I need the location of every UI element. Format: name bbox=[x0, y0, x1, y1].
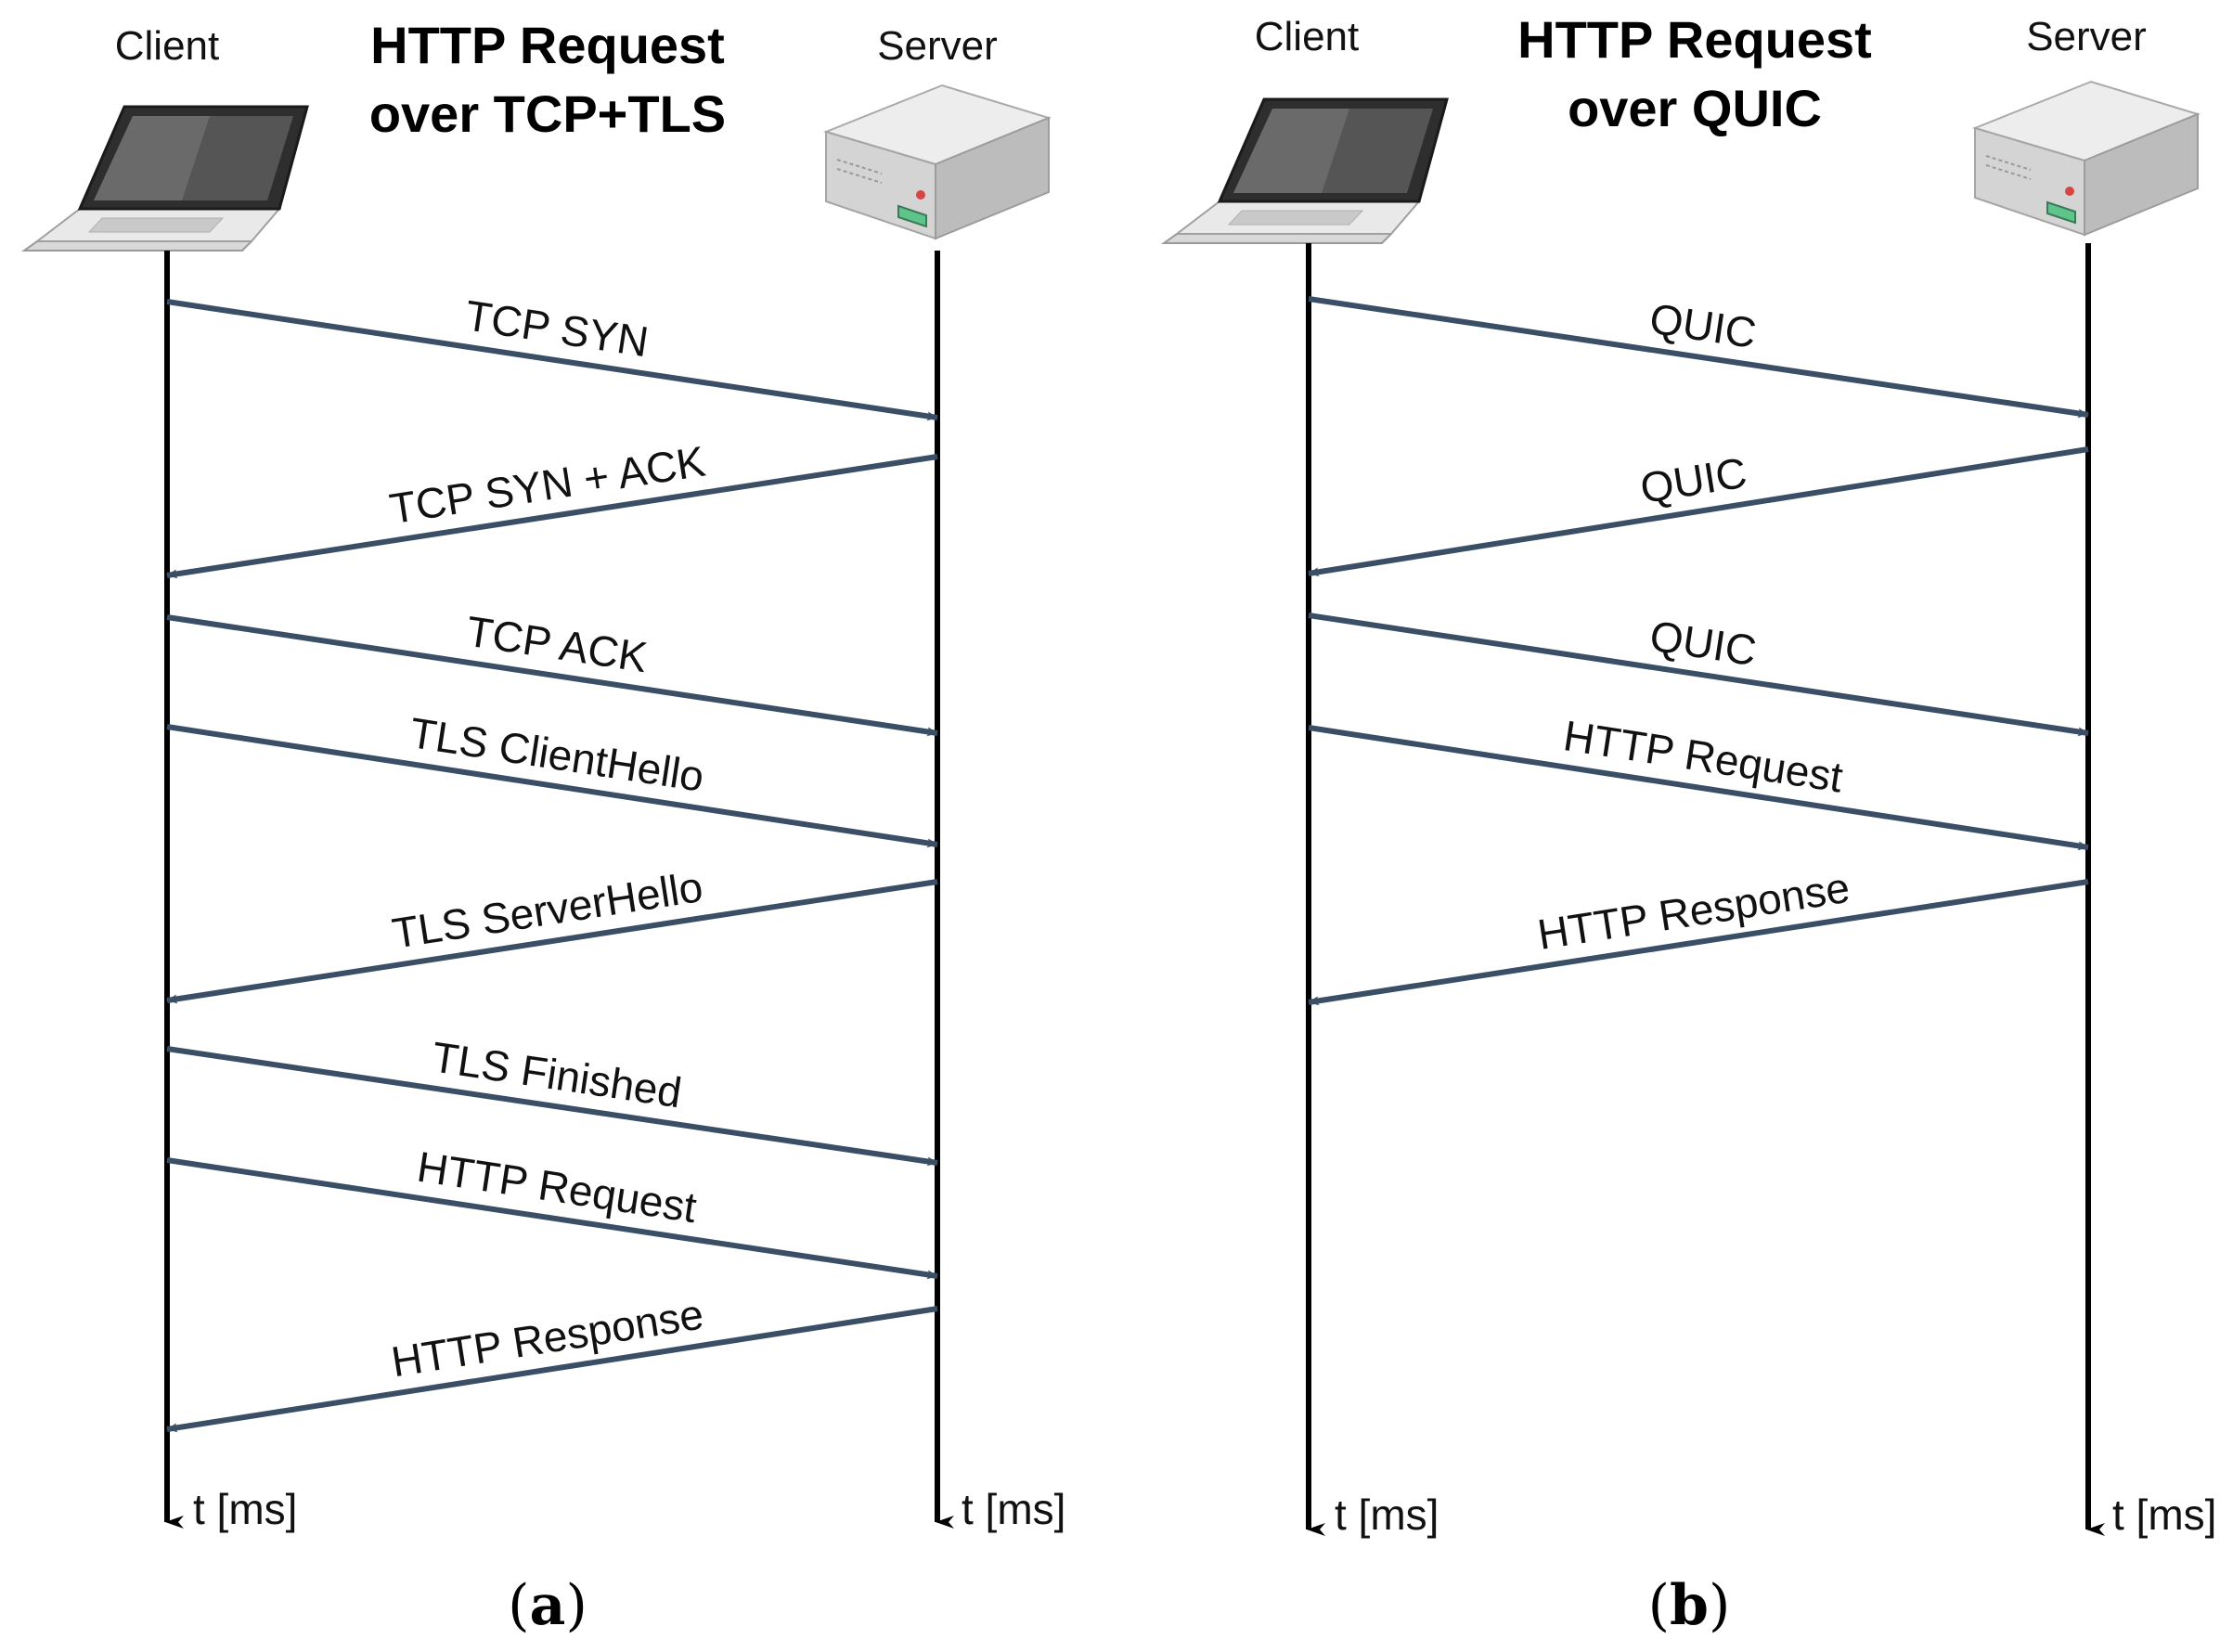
panel-a-server-icon bbox=[825, 84, 1050, 239]
panel-b-caption: (b) bbox=[1648, 1573, 1731, 1638]
panel-b-laptop-icon bbox=[1162, 97, 1449, 245]
message-arrow bbox=[166, 299, 938, 421]
panel-b-client-label: Client bbox=[1255, 14, 1360, 59]
panel-b-caption-close: ) bbox=[1709, 1573, 1730, 1638]
panel-a-caption-letter: a bbox=[530, 1573, 566, 1638]
panel-a-client-time-label: t [ms] bbox=[193, 1485, 297, 1533]
panel-a-caption-open: ( bbox=[508, 1573, 529, 1638]
message-arrow bbox=[166, 879, 938, 1004]
panel-b-client-time-label: t [ms] bbox=[1335, 1491, 1439, 1539]
message-label: TCP ACK bbox=[463, 607, 651, 682]
panel-b-title-line2: over QUIC bbox=[1568, 79, 1822, 137]
message-arrow bbox=[166, 1306, 938, 1433]
panel-b-server-label: Server bbox=[2026, 14, 2147, 59]
panel-b-caption-letter: b bbox=[1670, 1573, 1709, 1638]
message-arrow bbox=[1308, 613, 2089, 737]
panel-a-caption-close: ) bbox=[565, 1573, 587, 1638]
panel-a: Client Server HTTP Request over TCP+TLS … bbox=[22, 16, 1065, 1638]
panel-a-server-label: Server bbox=[877, 23, 998, 69]
message-arrow bbox=[166, 1046, 938, 1167]
message-arrow bbox=[166, 724, 938, 848]
message-label: QUIC bbox=[1637, 448, 1750, 512]
panel-a-laptop-icon bbox=[22, 105, 309, 252]
message-arrow bbox=[166, 614, 938, 737]
panel-b-server-time-label: t [ms] bbox=[2112, 1491, 2216, 1539]
panel-b: Client Server HTTP Request over QUIC t [… bbox=[1162, 10, 2216, 1638]
panel-b-title-line1: HTTP Request bbox=[1517, 10, 1872, 69]
message-label: QUIC bbox=[1646, 612, 1759, 676]
panel-b-caption-open: ( bbox=[1648, 1573, 1670, 1638]
message-label: TCP SYN bbox=[462, 290, 652, 366]
message-arrow bbox=[1308, 725, 2089, 851]
message-arrow bbox=[166, 1157, 938, 1280]
panel-a-title-line1: HTTP Request bbox=[370, 16, 725, 74]
panel-a-caption: (a) bbox=[508, 1573, 587, 1638]
panel-b-server-icon bbox=[1974, 81, 2199, 236]
panel-a-client-label: Client bbox=[115, 23, 220, 69]
message-arrow bbox=[1308, 446, 2089, 577]
message-arrow bbox=[166, 454, 938, 579]
message-label: QUIC bbox=[1646, 294, 1759, 357]
panel-a-title-line2: over TCP+TLS bbox=[369, 84, 726, 143]
panel-a-server-time-label: t [ms] bbox=[962, 1485, 1065, 1533]
message-arrow bbox=[1308, 879, 2089, 1006]
message-arrow bbox=[1308, 296, 2089, 419]
